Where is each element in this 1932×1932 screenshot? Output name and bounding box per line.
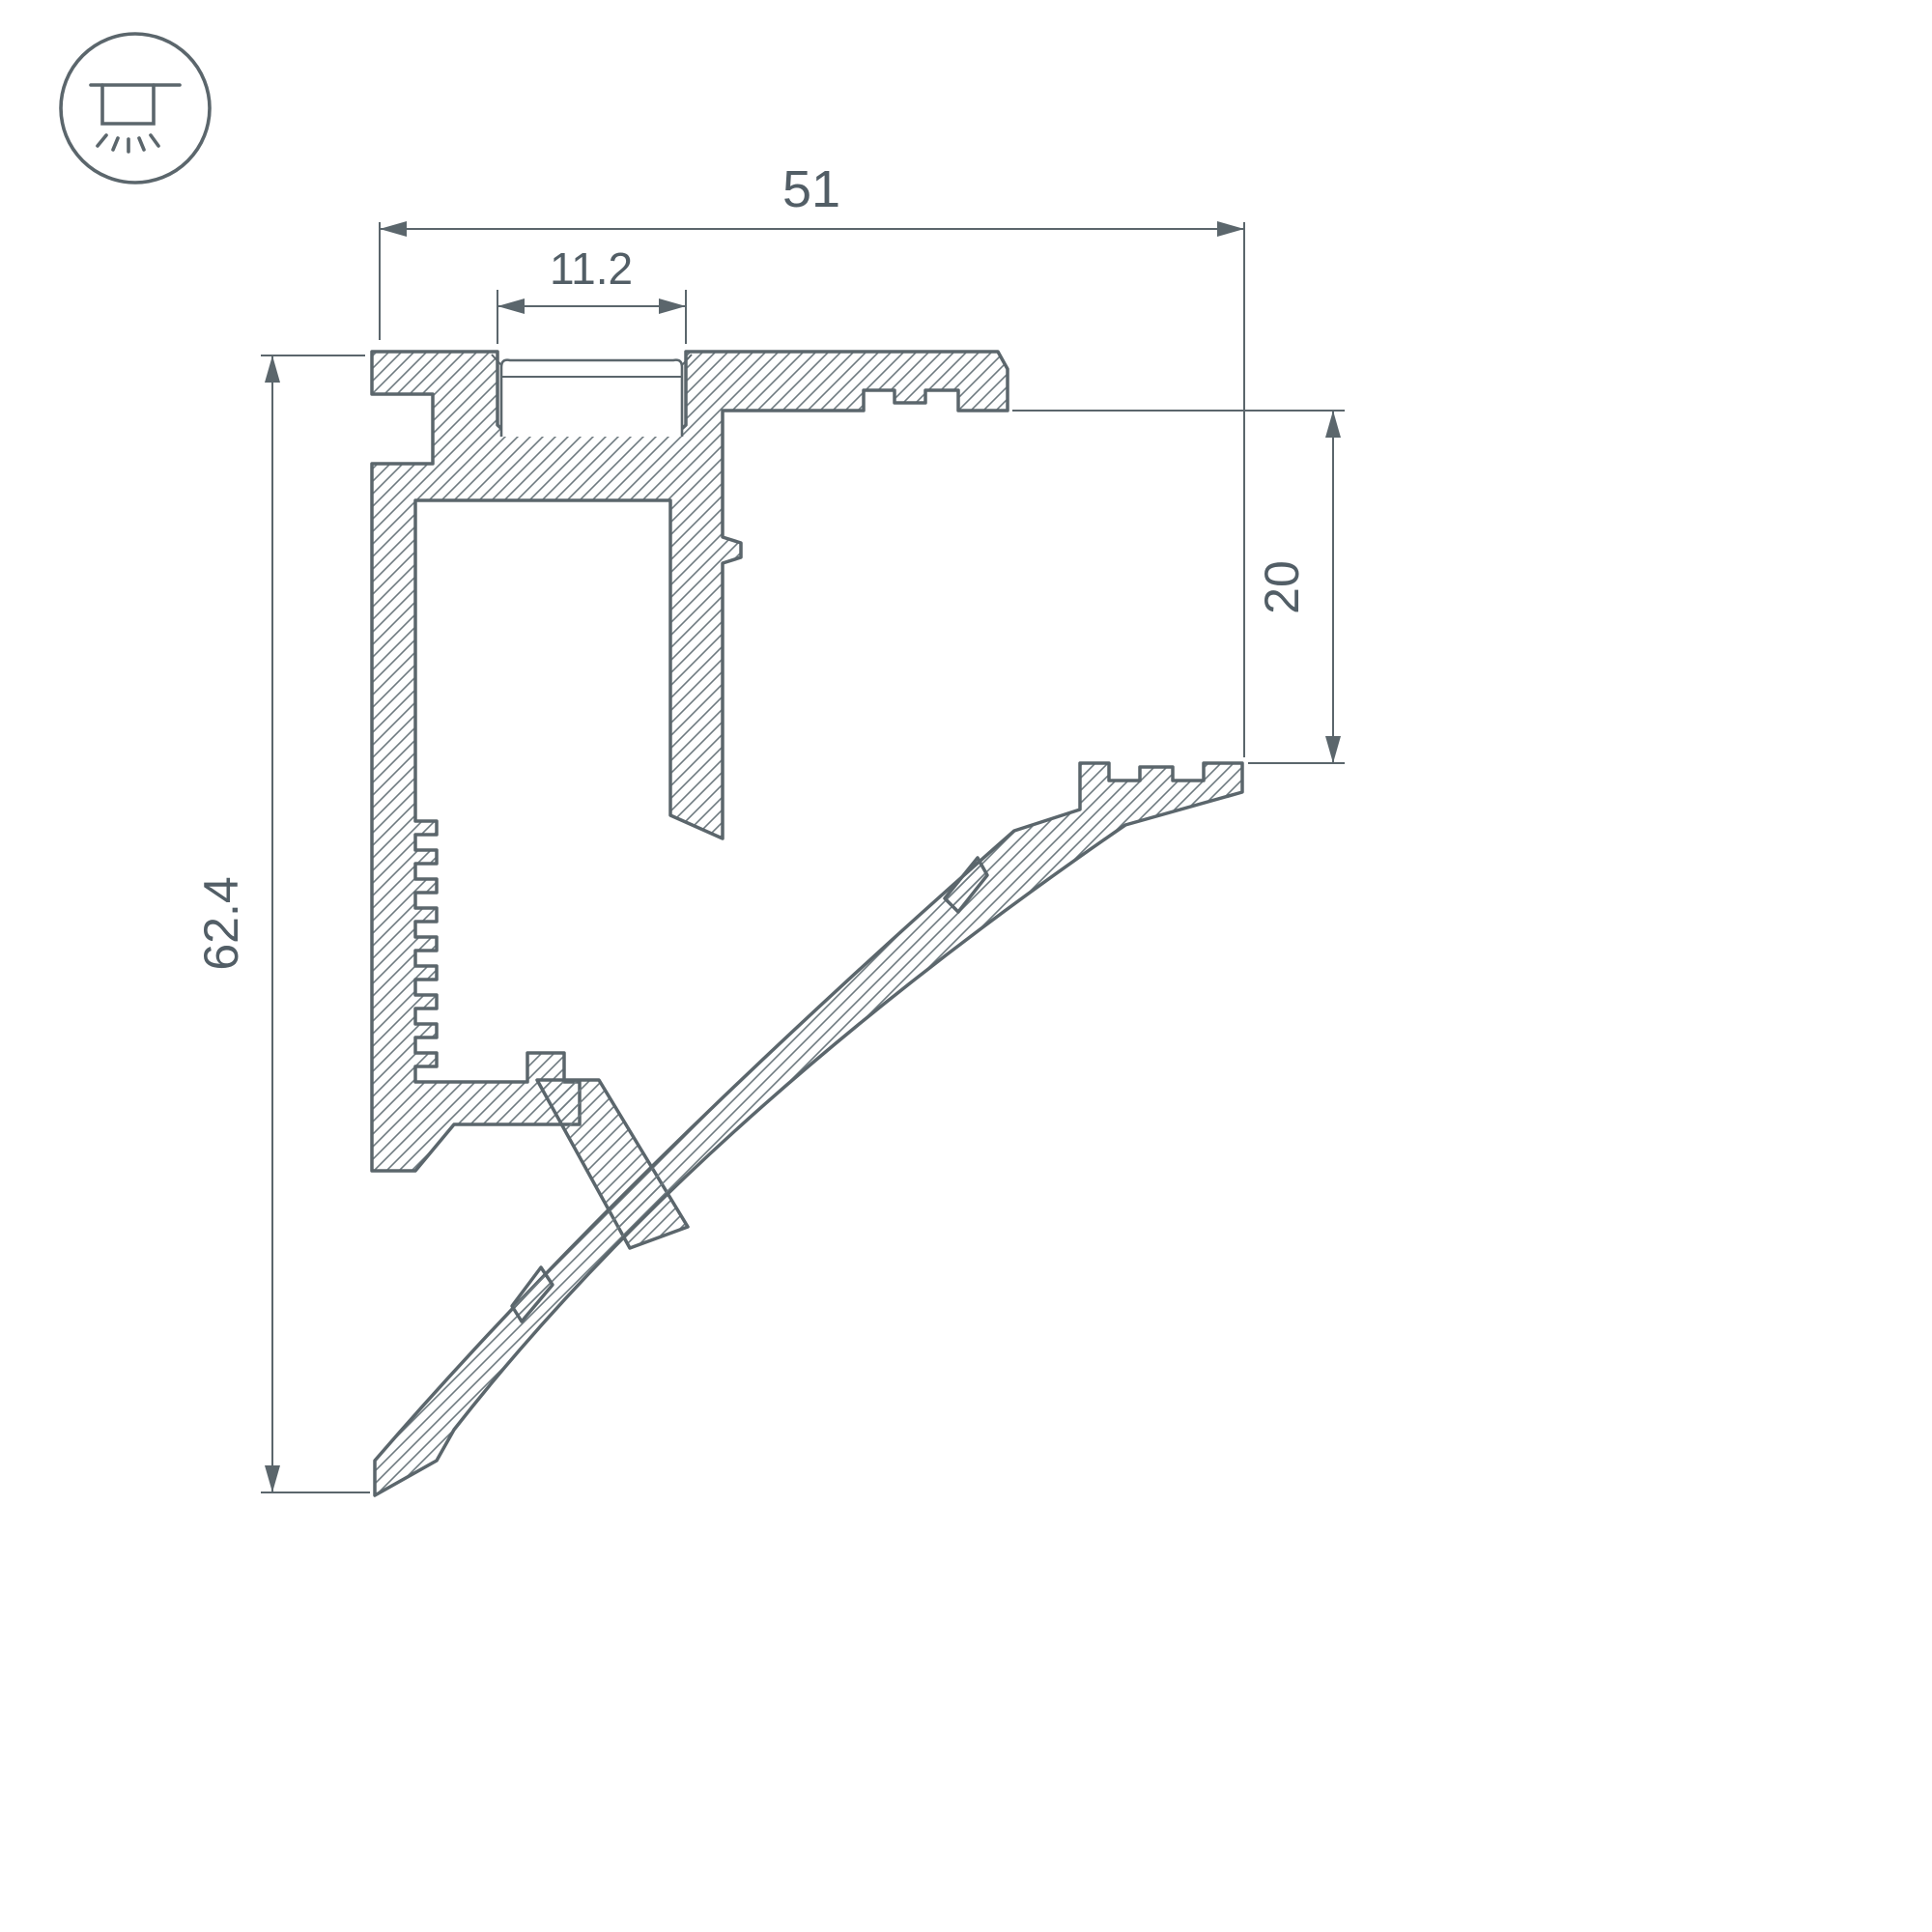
arrowhead xyxy=(497,298,525,314)
icon-circle xyxy=(59,32,212,185)
profile-blade xyxy=(373,761,1244,1497)
diffuser-outline xyxy=(499,358,684,437)
arrowhead xyxy=(265,1465,280,1492)
arrowhead xyxy=(380,221,407,237)
blade-barb xyxy=(510,1265,554,1323)
dimension-slot-width: 11.2 xyxy=(497,243,687,344)
arrowhead xyxy=(1217,221,1244,237)
blade-barb xyxy=(943,856,989,914)
light-rays-icon xyxy=(96,133,160,154)
arrowhead xyxy=(1325,411,1341,438)
profile-body xyxy=(370,350,1009,1173)
fixture-outline xyxy=(100,83,156,126)
arrowhead xyxy=(659,298,686,314)
dimension-total-height: 62.4 xyxy=(194,355,370,1493)
dimension-label-total-height: 62.4 xyxy=(194,876,248,970)
recessed-light-icon xyxy=(59,32,212,185)
dimension-label-total-width: 51 xyxy=(782,160,840,218)
dimension-total-width: 51 xyxy=(379,160,1245,757)
arrowhead xyxy=(1325,736,1341,763)
dimension-label-right-drop: 20 xyxy=(1255,560,1309,614)
led-channel-diffuser xyxy=(491,354,693,437)
dimension-label-slot-width: 11.2 xyxy=(550,243,633,294)
dimension-right-drop: 20 xyxy=(1012,410,1345,764)
profile-section xyxy=(370,350,1244,1497)
arrowhead xyxy=(265,355,280,383)
diffuser-clip-wings xyxy=(491,354,693,366)
